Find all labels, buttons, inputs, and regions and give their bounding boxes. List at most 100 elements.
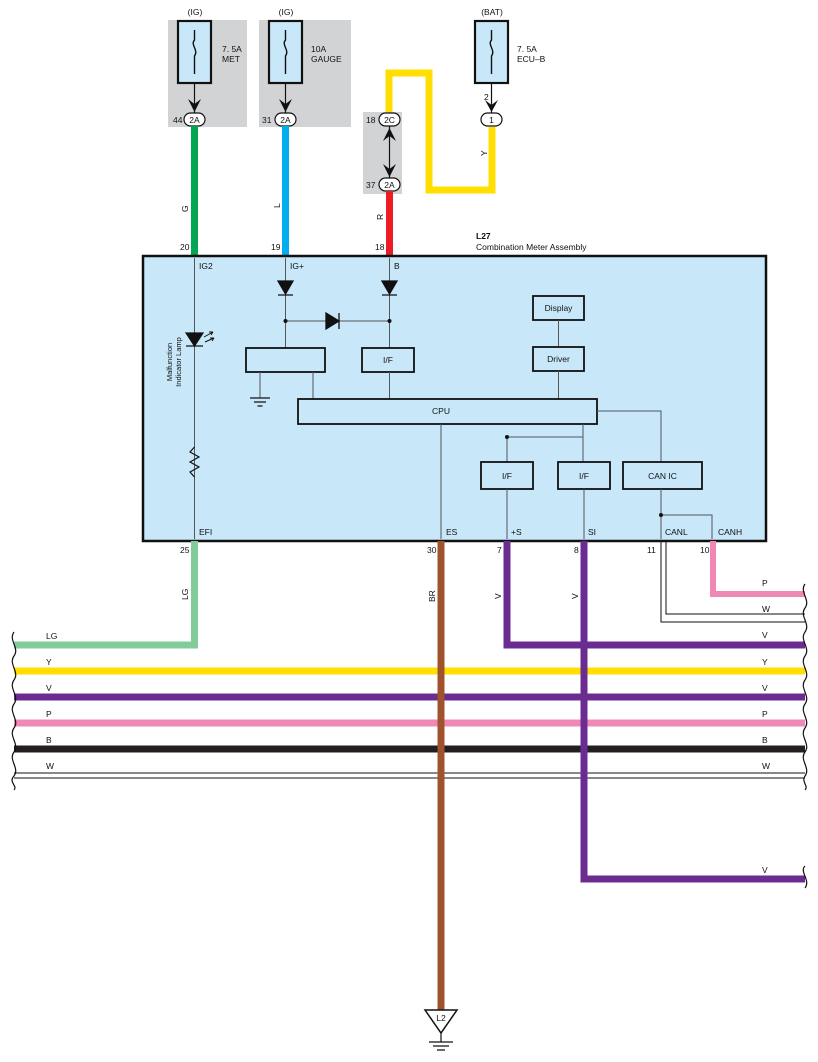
lamp-label-line1: Malfunction (165, 343, 174, 381)
fuse-gauge-name: GAUGE (311, 54, 342, 64)
wire-break-si-icon (802, 865, 808, 889)
bus-label-right-p: P (762, 709, 768, 719)
pin-label-canh: CANH (718, 527, 742, 537)
fuse-ecub-connector-arrow-icon (485, 100, 498, 112)
if-block-plus-s (480, 461, 534, 490)
wire-red-label: R (375, 214, 385, 220)
wire-es-label: BR (427, 590, 437, 602)
wire-green-label: G (180, 205, 190, 212)
wire-plus-s-label: V (493, 593, 503, 599)
junction-dot (283, 319, 288, 323)
pin-25: 25 (180, 545, 190, 555)
display-block-label: Display (545, 303, 574, 313)
wire-canl-label: W (762, 604, 770, 614)
wire-violet-plus-s (503, 541, 805, 649)
fuse-met-element-icon (192, 30, 197, 74)
fuse-met-connector-arrow-icon (188, 99, 201, 112)
fuse-gauge-rating: 10A (311, 44, 326, 54)
bus-label-left-b: B (46, 735, 52, 745)
pin-label-es: ES (446, 527, 458, 537)
pin-label-igplus: IG+ (290, 261, 304, 271)
module-code: L27 (476, 231, 491, 241)
driver-block (532, 346, 585, 372)
cpu-block (297, 398, 598, 425)
fuse-met-name: MET (222, 54, 240, 64)
pin-label-efi: EFI (199, 527, 212, 537)
wire-plus-s-right-label: V (762, 630, 768, 640)
wire-blue-label: L (272, 203, 282, 208)
bus-label-right-w: W (762, 761, 770, 771)
pin-10: 10 (700, 545, 710, 555)
fuse-gauge-element-icon (283, 30, 288, 74)
fuse-ecub-connector (480, 112, 503, 127)
display-block (532, 295, 585, 321)
pin-11: 11 (647, 545, 656, 555)
junction-bottom-connector-label: 2A (384, 180, 395, 190)
fuse-gauge-connector-label: 2A (280, 115, 291, 125)
pin-label-plus-s: +S (511, 527, 522, 537)
bus-label-right-v: V (762, 683, 768, 693)
junction-dot (387, 319, 392, 323)
fuse-ecub-rating: 7. 5A (517, 44, 537, 54)
if-block-si-label: I/F (579, 471, 589, 481)
fuse-gauge-pin: 31 (262, 115, 272, 125)
can-ic-block-label: CAN IC (648, 471, 677, 481)
fuse-met-source: (IG) (188, 7, 203, 17)
junction-down-arrow-icon (383, 164, 396, 177)
bus-label-left-y: Y (46, 657, 52, 667)
wire-break-right-icon (802, 583, 808, 791)
pin-18: 18 (375, 242, 385, 252)
wire-lightgreen-efi (14, 541, 198, 649)
wire-efi-label: LG (180, 589, 190, 600)
wire-si-label: V (570, 593, 580, 599)
if-block-si (557, 461, 611, 490)
ground-symbol-internal-icon (250, 397, 270, 407)
diode-cross-icon (325, 311, 341, 331)
wire-canh-label: P (762, 578, 768, 588)
ground-label: L2 (436, 1013, 446, 1023)
driver-block-label: Driver (547, 354, 570, 364)
diode-igplus-icon (276, 280, 295, 296)
lamp-label-line2: Indicator Lamp (174, 337, 183, 387)
ground-symbol-icon (429, 1041, 453, 1051)
pin-label-si: SI (588, 527, 596, 537)
bus-label-right-y: Y (762, 657, 768, 667)
junction-up-arrow-icon (383, 128, 396, 141)
ground-point-l2 (423, 1009, 459, 1035)
lamp-ray-arrowheads-icon (209, 331, 215, 342)
pin-8: 8 (574, 545, 579, 555)
wire-canl-white (660, 541, 805, 623)
pin-7: 7 (497, 545, 502, 555)
fuse-met-connector-label: 2A (189, 115, 200, 125)
fuse-gauge-connector-arrow-icon (279, 99, 292, 112)
bus-label-left-v: V (46, 683, 52, 693)
resistor-icon (188, 446, 201, 478)
module-name: Combination Meter Assembly (476, 242, 587, 252)
fuse-met-rating: 7. 5A (222, 44, 242, 54)
wire-yellow-bat-label: Y (479, 150, 489, 156)
bus-label-right-b: B (762, 735, 768, 745)
pin-20: 20 (180, 242, 190, 252)
fuse-ecub-pin: 2 (484, 92, 489, 102)
fuse-ecub-element-icon (489, 30, 494, 74)
junction-top-pin: 18 (366, 115, 376, 125)
wire-canh-pink (710, 541, 805, 597)
can-ic-block (622, 461, 703, 490)
diode-b-icon (380, 280, 399, 296)
bus-label-left-lg: LG (46, 631, 57, 641)
wire-break-left-icon (11, 631, 17, 791)
fuse-ecub-connector-label: 1 (489, 115, 494, 125)
lamp-light-rays-icon (203, 331, 215, 343)
fuse-ecub-name: ECU–B (517, 54, 546, 64)
bus-label-left-p: P (46, 709, 52, 719)
malfunction-indicator-lamp-icon (184, 332, 205, 348)
pin-label-b: B (394, 261, 400, 271)
bus-label-left-w: W (46, 761, 54, 771)
pin-label-ig2: IG2 (199, 261, 213, 271)
fuse-ecub-source: (BAT) (481, 7, 503, 17)
pin-19: 19 (271, 242, 281, 252)
if-block-plus-s-label: I/F (502, 471, 512, 481)
cpu-block-label: CPU (432, 406, 450, 416)
fuse-met-pin: 44 (173, 115, 183, 125)
